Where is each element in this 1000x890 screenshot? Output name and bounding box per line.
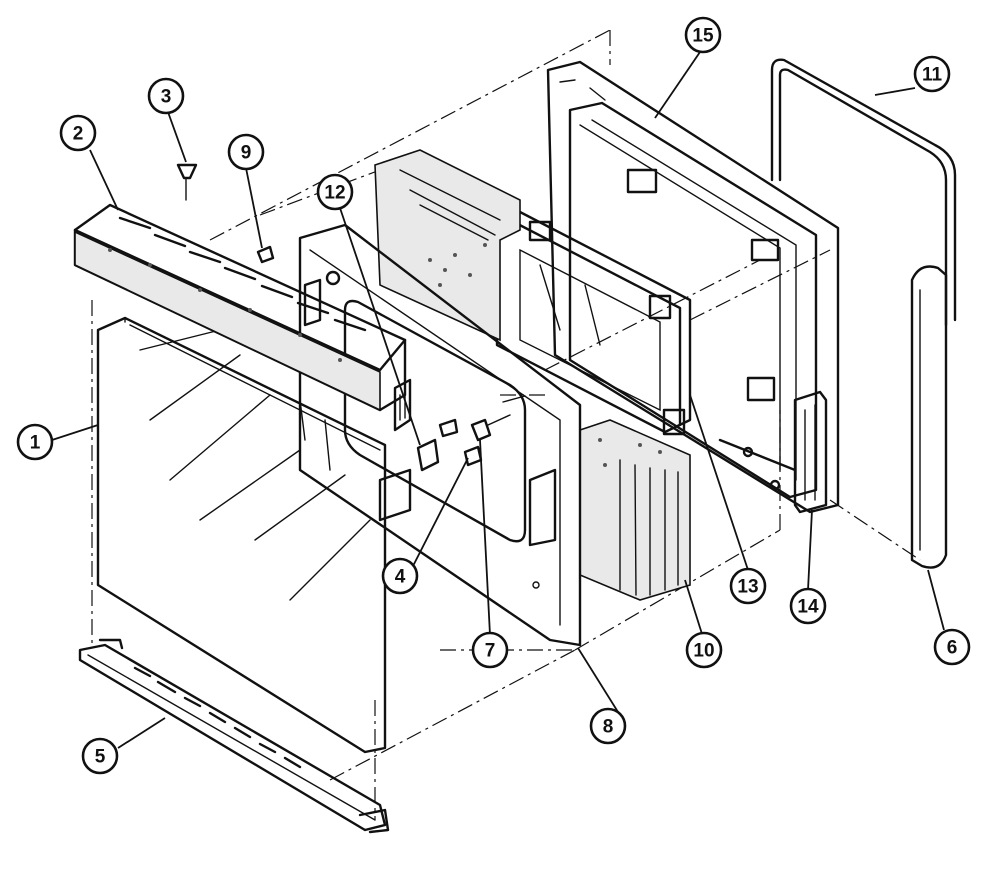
callout-11-label: 11 [922, 65, 943, 86]
handle-bracket [393, 378, 440, 472]
callout-9-label: 9 [241, 143, 252, 164]
callout-4-label: 4 [395, 567, 406, 588]
nut-7 [470, 418, 492, 442]
door-hinge [718, 390, 828, 514]
callout-6-label: 6 [947, 638, 958, 659]
callout-2-label: 2 [73, 124, 84, 145]
callout-7: 7 [471, 631, 509, 669]
callout-12-label: 12 [324, 183, 345, 204]
callout-6: 6 [933, 628, 971, 666]
screw-4 [463, 445, 483, 467]
side-trim [910, 265, 948, 569]
callout-2: 2 [59, 114, 97, 152]
callout-10-label: 10 [693, 641, 714, 662]
screw-9 [256, 245, 275, 264]
callout-3: 3 [147, 77, 185, 115]
callout-3-label: 3 [161, 87, 172, 108]
fasteners [176, 163, 526, 467]
callout-1-label: 1 [30, 433, 41, 454]
insulation-block [374, 149, 691, 601]
callout-8: 8 [589, 707, 627, 745]
callout-7-label: 7 [485, 641, 496, 662]
outer-door-glass [96, 316, 412, 754]
callout-5: 5 [81, 737, 119, 775]
callout-9: 9 [227, 133, 265, 171]
callout-15: 15 [684, 16, 722, 54]
callouts: 1 2 3 4 5 6 7 8 [16, 16, 971, 775]
callout-11: 11 [913, 55, 951, 93]
callout-8-label: 8 [603, 717, 614, 738]
callout-1: 1 [16, 423, 54, 461]
window-pack [495, 210, 692, 436]
screw-3 [176, 163, 198, 180]
callout-13: 13 [729, 567, 767, 605]
callout-14: 14 [789, 587, 827, 625]
door-gasket [770, 58, 957, 327]
bottom-trim [78, 638, 390, 834]
callout-12: 12 [316, 173, 354, 211]
leader-lines [51, 51, 945, 749]
callout-5-label: 5 [95, 747, 106, 768]
callout-15-label: 15 [692, 26, 714, 47]
callout-13-label: 13 [737, 577, 758, 598]
callout-4: 4 [381, 557, 419, 595]
callout-14-label: 14 [797, 597, 819, 618]
vent-slots [118, 216, 367, 332]
callout-10: 10 [685, 631, 723, 669]
